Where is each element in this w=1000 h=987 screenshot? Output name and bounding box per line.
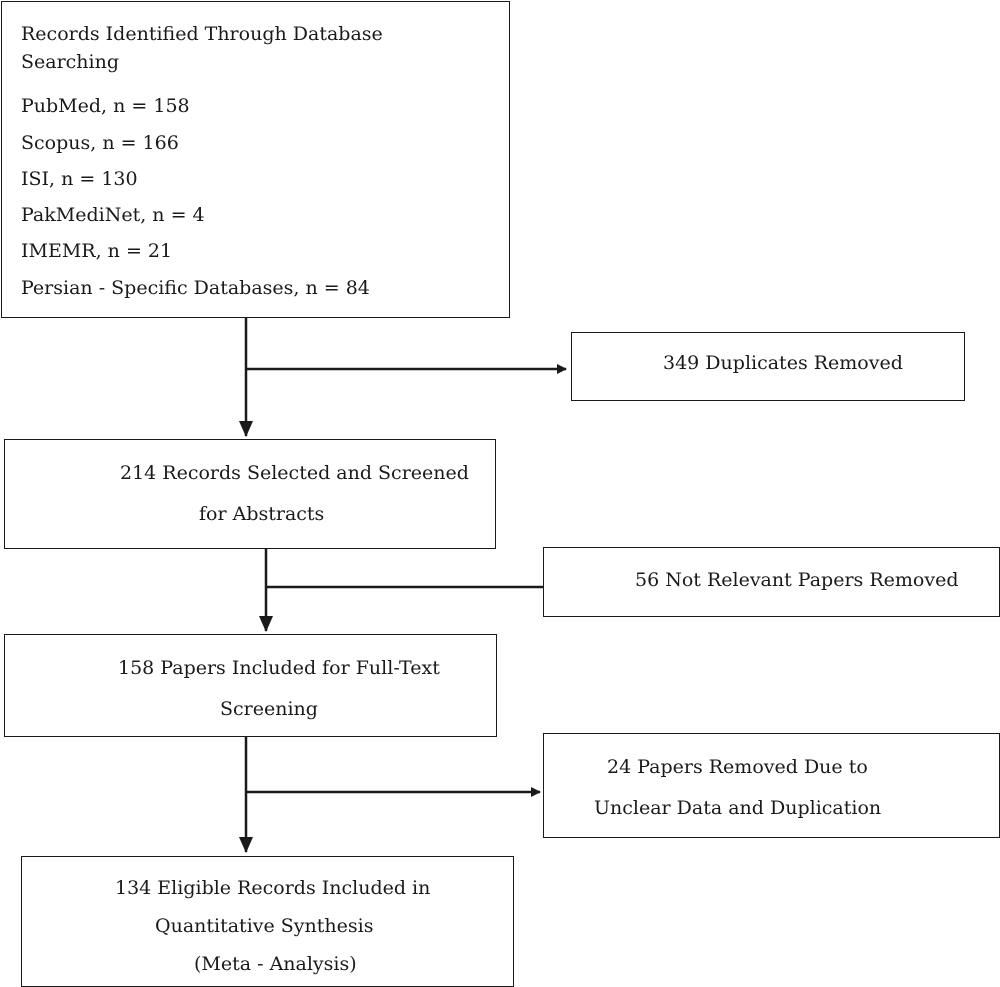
source-pubmed: PubMed, n = 158 (21, 95, 190, 117)
source-imemr: IMEMR, n = 21 (21, 240, 173, 262)
removed-unclear-line1: 24 Papers Removed Due to (607, 756, 868, 778)
duplicates-removed-text: 349 Duplicates Removed (663, 352, 903, 374)
removed-unclear-line2: Unclear Data and Duplication (594, 797, 882, 819)
eligible-line2: Quantitative Synthesis (155, 915, 374, 937)
screened-line1: 214 Records Selected and Screened (120, 462, 469, 484)
eligible-line1: 134 Eligible Records Included in (115, 877, 431, 899)
duplicates-removed-box: 349 Duplicates Removed (571, 332, 965, 401)
source-isi: ISI, n = 130 (21, 168, 138, 190)
source-persian: Persian - Specific Databases, n = 84 (21, 277, 370, 299)
screened-box: 214 Records Selected and Screened for Ab… (4, 439, 496, 549)
identification-heading-line1: Records Identified Through Database (21, 23, 383, 45)
full-text-box: 158 Papers Included for Full-Text Screen… (4, 634, 497, 737)
eligible-box: 134 Eligible Records Included in Quantit… (21, 856, 514, 987)
not-relevant-box: 56 Not Relevant Papers Removed (543, 547, 1000, 617)
eligible-line3: (Meta - Analysis) (194, 953, 357, 975)
identification-heading-line2: Searching (21, 51, 120, 73)
removed-unclear-box: 24 Papers Removed Due to Unclear Data an… (543, 733, 1000, 838)
full-text-line1: 158 Papers Included for Full-Text (118, 657, 440, 679)
source-scopus: Scopus, n = 166 (21, 132, 179, 154)
identification-box: Records Identified Through Database Sear… (1, 1, 510, 318)
not-relevant-text: 56 Not Relevant Papers Removed (635, 569, 959, 591)
full-text-line2: Screening (220, 698, 318, 720)
source-pakmedinet: PakMediNet, n = 4 (21, 204, 205, 226)
screened-line2: for Abstracts (199, 503, 325, 525)
